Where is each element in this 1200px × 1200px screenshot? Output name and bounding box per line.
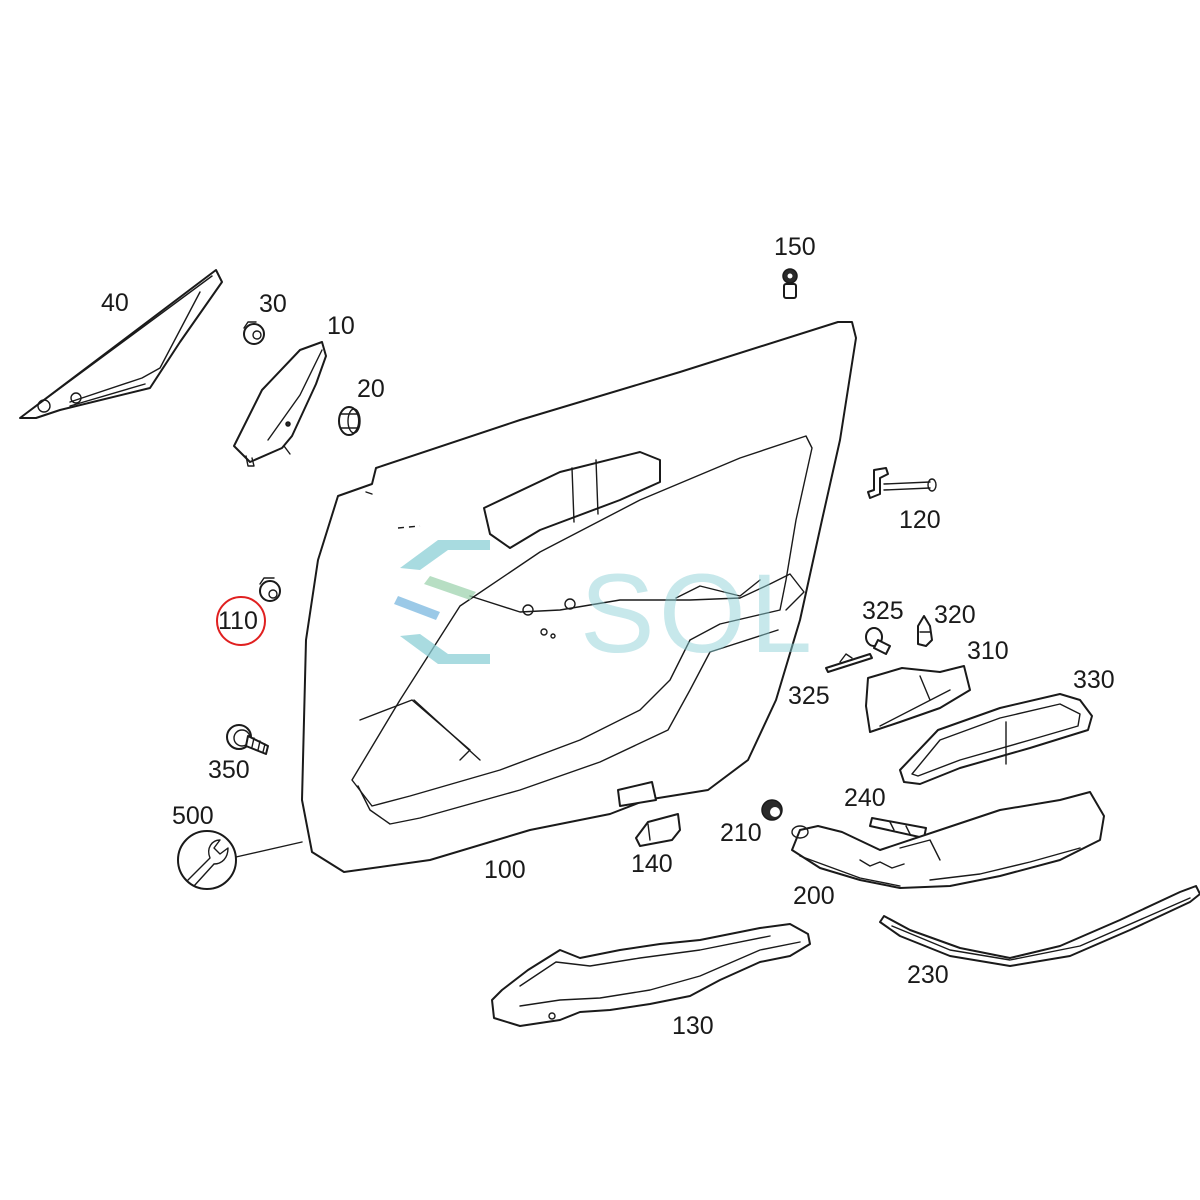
- part-30-clip[interactable]: [243, 321, 265, 345]
- part-210-plug[interactable]: [761, 799, 783, 821]
- label-110[interactable]: 110: [218, 607, 258, 635]
- label-100[interactable]: 100: [484, 856, 526, 884]
- label-130[interactable]: 130: [672, 1012, 714, 1040]
- label-150[interactable]: 150: [774, 233, 816, 261]
- watermark-logo-bar-blue: [394, 596, 440, 620]
- wrench-icon: [187, 839, 229, 887]
- label-310[interactable]: 320: [934, 601, 976, 629]
- watermark: SOL: [394, 540, 816, 676]
- part-320-screw[interactable]: [865, 627, 891, 655]
- highlight-ring-110: [216, 596, 266, 646]
- watermark-text: SOL: [580, 551, 816, 676]
- part-310-clip[interactable]: [917, 615, 933, 647]
- label-300[interactable]: 310: [967, 637, 1009, 665]
- part-10-mirror-cover[interactable]: [233, 341, 327, 467]
- part-140-reflector[interactable]: [635, 813, 681, 847]
- part-110-clip[interactable]: [259, 577, 281, 602]
- label-325-text[interactable]: 325: [788, 682, 830, 710]
- part-300-handle-recess[interactable]: [865, 665, 971, 733]
- label-350[interactable]: 350: [208, 756, 250, 784]
- label-320[interactable]: 325: [862, 597, 904, 625]
- part-200-armrest[interactable]: [791, 791, 1105, 889]
- label-200[interactable]: 200: [793, 882, 835, 910]
- part-330-handle-frame[interactable]: [899, 693, 1093, 785]
- part-240-switch-bracket[interactable]: [869, 817, 927, 839]
- part-100-door-panel[interactable]: [301, 321, 857, 873]
- label-330[interactable]: 330: [1073, 666, 1115, 694]
- label-500[interactable]: 500: [172, 802, 214, 830]
- part-500-service[interactable]: [177, 830, 303, 890]
- watermark-logo-bar-green: [424, 576, 476, 600]
- part-40-window-trim[interactable]: [19, 269, 223, 419]
- label-210[interactable]: 210: [720, 819, 762, 847]
- label-10[interactable]: 10: [327, 312, 355, 340]
- label-230[interactable]: 230: [907, 961, 949, 989]
- part-350-screw[interactable]: [226, 724, 269, 755]
- label-30[interactable]: 30: [259, 290, 287, 318]
- part-120-bracket[interactable]: [867, 467, 937, 499]
- label-40[interactable]: 40: [101, 289, 129, 317]
- label-240[interactable]: 240: [844, 784, 886, 812]
- part-150-clip[interactable]: [782, 268, 798, 299]
- label-20[interactable]: 20: [357, 375, 385, 403]
- part-20-plug[interactable]: [338, 406, 361, 436]
- part-325-bracket[interactable]: [825, 653, 873, 673]
- part-130-lower-strip[interactable]: [491, 923, 811, 1027]
- part-230-trim-strip[interactable]: [879, 885, 1200, 967]
- label-120[interactable]: 120: [899, 506, 941, 534]
- watermark-logo-chevron-top: [400, 540, 490, 570]
- watermark-logo-chevron-bottom: [400, 634, 490, 664]
- label-140[interactable]: 140: [631, 850, 673, 878]
